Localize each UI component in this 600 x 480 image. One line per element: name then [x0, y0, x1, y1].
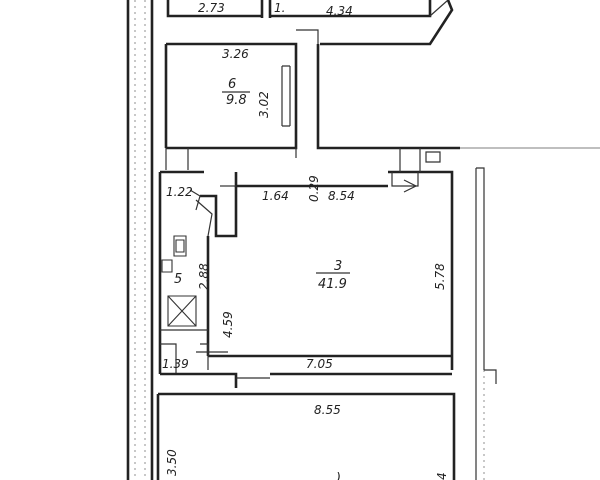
dim-corridor-width: 1.22 — [166, 185, 193, 199]
dim-lower-room-width: 8.55 — [314, 403, 341, 417]
hallway — [165, 44, 600, 170]
dim-lower-room-right-fragment: 4 — [435, 472, 449, 480]
dim-room6-height: 3.02 — [257, 91, 271, 118]
bathroom-block — [158, 172, 228, 374]
dim-room3-bottom: 7.05 — [306, 357, 333, 371]
lower-room — [156, 392, 456, 480]
top-rooms — [166, 0, 454, 46]
dim-room6-width: 3.26 — [222, 47, 249, 61]
dim-wall-offset: 0.29 — [307, 175, 321, 202]
lower-room-number-fragment: ) — [335, 471, 341, 480]
dim-top-right: 4.34 — [326, 4, 353, 18]
room-3-area: 41.9 — [318, 277, 347, 292]
right-structures — [475, 167, 497, 480]
dim-top-left-partial: 2.73 — [198, 1, 225, 15]
dim-room3-top: 8.54 — [328, 189, 355, 203]
dim-corridor-segment: 1.64 — [262, 189, 289, 203]
room-3-number: 3 — [334, 259, 342, 274]
dim-small-room-width: 1.39 — [162, 357, 189, 371]
dim-lower-room-height: 3.50 — [165, 449, 179, 476]
room-3 — [160, 148, 454, 370]
room-6-area: 9.8 — [226, 93, 247, 108]
dim-top-partial-fragment: 1. — [274, 1, 285, 15]
room-5-number: 5 — [174, 272, 182, 287]
dim-bathroom-height: 2.88 — [197, 263, 211, 290]
room-6-number: 6 — [228, 77, 236, 92]
dim-room3-right: 5.78 — [433, 263, 447, 290]
middle-wall — [160, 372, 452, 388]
dim-corridor-length: 4.59 — [221, 311, 235, 338]
left-exterior-wall — [126, 0, 154, 480]
